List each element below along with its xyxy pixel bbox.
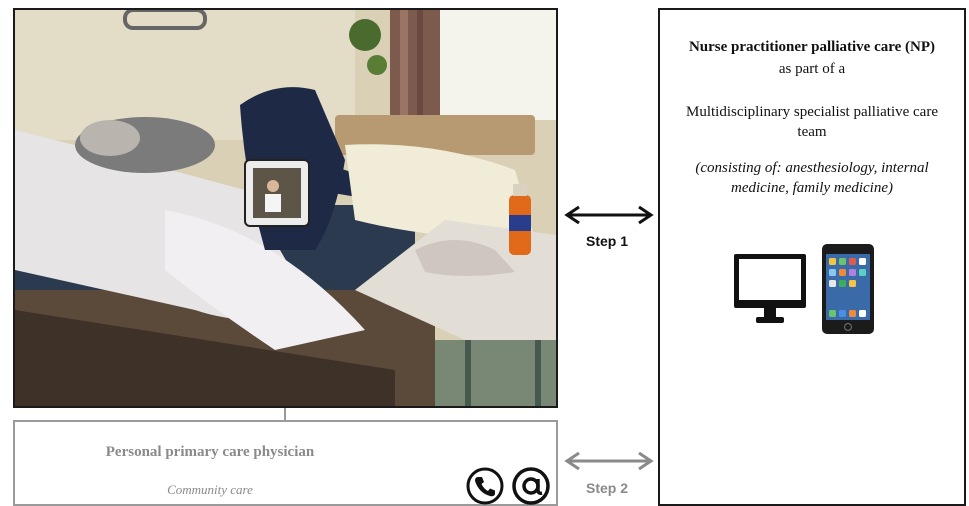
nurse-practitioner-box: Nurse practitioner palliative care (NP) … xyxy=(658,8,966,506)
at-sign-icon xyxy=(512,467,550,505)
step2-label: Step 2 xyxy=(586,480,629,496)
phone-icon xyxy=(466,467,504,505)
np-line-team-name: Multidisciplinary specialist palliative … xyxy=(685,104,938,120)
primary-care-physician-box: Personal primary care physician Communit… xyxy=(13,420,558,506)
photo-to-pcp-connector xyxy=(284,408,286,420)
np-line-team: team xyxy=(797,124,827,140)
step1-double-arrow xyxy=(564,205,654,225)
desktop-monitor-icon xyxy=(734,254,806,323)
step1-label: Step 1 xyxy=(586,233,629,249)
np-title: Nurse practitioner palliative care (NP) xyxy=(688,39,936,55)
patient-bed-illustration xyxy=(15,10,556,406)
step2-double-arrow xyxy=(564,451,654,471)
patient-photo xyxy=(13,8,558,408)
np-line-as-part-of: as part of a xyxy=(778,61,846,77)
pcp-title: Personal primary care physician xyxy=(105,444,315,460)
np-team-composition: (consisting of: anesthesiology, internal… xyxy=(695,160,929,196)
tablet-icon xyxy=(822,244,874,334)
pcp-subtitle: Community care xyxy=(167,482,253,497)
